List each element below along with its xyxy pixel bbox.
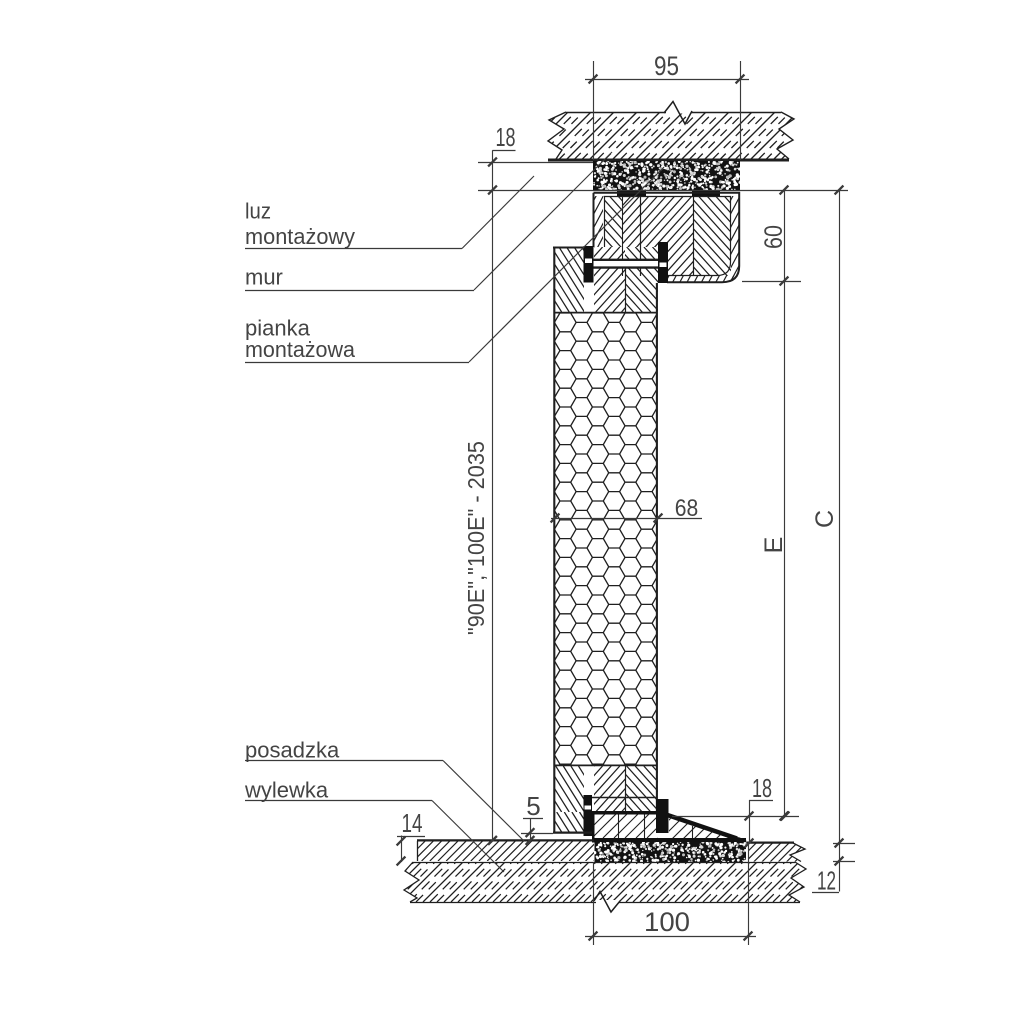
svg-text:pianka: pianka (245, 316, 311, 341)
svg-text:18: 18 (496, 122, 516, 152)
svg-text:100: 100 (644, 907, 690, 937)
svg-text:posadzka: posadzka (245, 738, 340, 763)
svg-text:"90E","100E" - 2035: "90E","100E" - 2035 (463, 441, 489, 635)
svg-text:5: 5 (526, 791, 540, 821)
svg-text:C: C (811, 510, 839, 528)
svg-text:18: 18 (752, 773, 772, 803)
svg-text:mur: mur (245, 265, 283, 290)
svg-text:68: 68 (675, 495, 699, 522)
svg-text:60: 60 (760, 225, 788, 249)
svg-text:wylewka: wylewka (244, 778, 329, 803)
svg-text:12: 12 (817, 866, 836, 896)
svg-text:E: E (760, 537, 788, 554)
svg-text:montażowy: montażowy (245, 224, 355, 249)
svg-text:14: 14 (402, 808, 423, 838)
svg-text:montażowa: montażowa (245, 337, 356, 362)
svg-text:95: 95 (654, 51, 679, 81)
svg-text:luz: luz (245, 199, 271, 224)
